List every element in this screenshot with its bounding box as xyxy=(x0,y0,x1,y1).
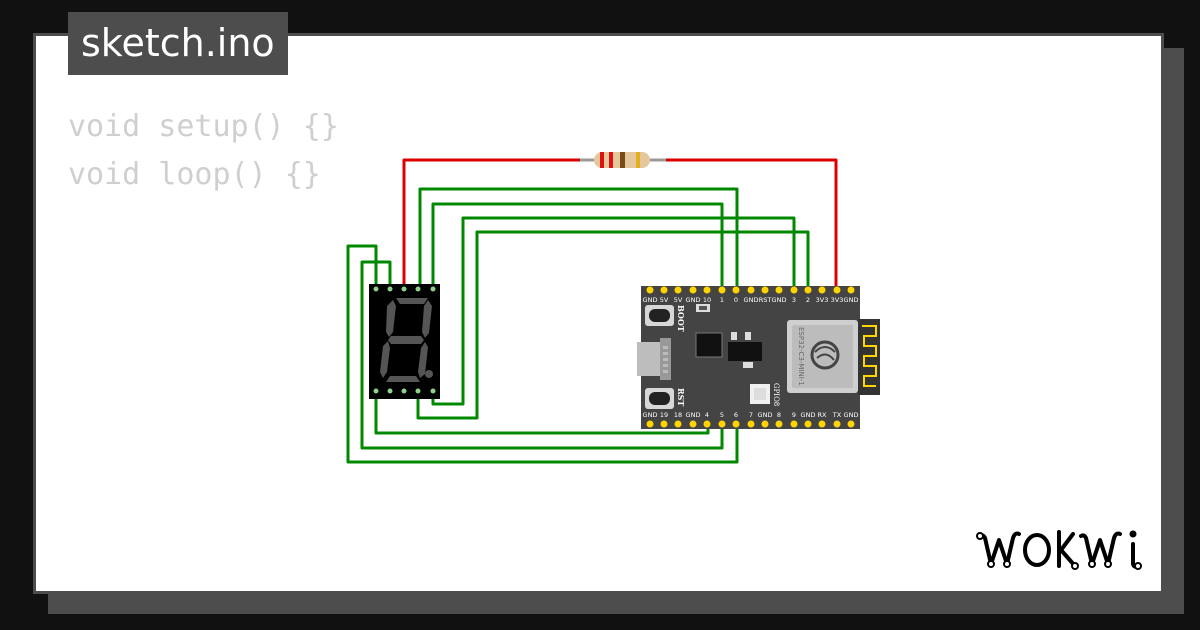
wire-red[interactable] xyxy=(402,158,590,290)
bottom-pin-label: 7 xyxy=(749,411,753,419)
top-pin-label: GND xyxy=(744,296,759,304)
top-pin-label: 5V xyxy=(660,296,669,304)
code-editor[interactable]: void setup() {} void loop() {} xyxy=(68,103,339,199)
top-pin-label: 10 xyxy=(703,296,711,304)
top-pin-label: 2 xyxy=(806,296,810,304)
wire-green[interactable] xyxy=(431,216,796,406)
bottom-pin-label: 5 xyxy=(720,411,724,419)
top-pin-label: 1 xyxy=(720,296,724,304)
top-pin-label: GND xyxy=(686,296,701,304)
top-pin-label: 3V3 xyxy=(816,296,829,304)
top-pin-label: 3V3 xyxy=(831,296,844,304)
rst-label: RST xyxy=(676,388,686,406)
code-line: void setup() {} xyxy=(68,109,339,144)
top-pin-label: GND xyxy=(643,296,658,304)
wire-green[interactable] xyxy=(431,202,724,290)
wokwi-logo xyxy=(976,530,1142,570)
bottom-pin-label: TX xyxy=(832,411,842,419)
code-line: void loop() {} xyxy=(68,157,321,192)
esp32-c3-board[interactable]: ESP32-C3-MINI-1 BOOT RST GPIO8 GND 5V 5V… xyxy=(637,286,880,429)
bottom-pin-label: 6 xyxy=(734,411,738,419)
bottom-pin-label: GND xyxy=(686,411,701,419)
wires xyxy=(346,158,838,464)
wire-green[interactable] xyxy=(416,230,810,420)
bottom-pin-label: RX xyxy=(818,411,828,419)
header-pins[interactable] xyxy=(646,286,855,428)
top-pin-label: 3 xyxy=(792,296,796,304)
top-pin-label: RST xyxy=(759,296,772,304)
top-pin-label: 0 xyxy=(734,296,738,304)
bottom-pin-label: 18 xyxy=(674,411,682,419)
bottom-pin-label: 4 xyxy=(705,411,709,419)
wire-green[interactable] xyxy=(346,244,739,464)
top-pin-label: 5V xyxy=(674,296,683,304)
bottom-pin-label: GND xyxy=(801,411,816,419)
bottom-pin-label: 9 xyxy=(792,411,796,419)
gpio-label: GPIO8 xyxy=(772,383,780,406)
resistor[interactable] xyxy=(580,152,666,168)
simulation-canvas[interactable] xyxy=(33,33,1164,594)
wire-green[interactable] xyxy=(360,260,724,450)
top-pin-label: GND xyxy=(772,296,787,304)
sketch-tab[interactable]: sketch.ino xyxy=(68,12,288,75)
bottom-pin-label: GND xyxy=(844,411,859,419)
wire-green[interactable] xyxy=(418,187,739,290)
bottom-pin-label: GND xyxy=(758,411,773,419)
bottom-pin-label: 19 xyxy=(660,411,668,419)
top-pin-label: GND xyxy=(844,296,859,304)
boot-label: BOOT xyxy=(676,305,686,332)
bottom-pin-label: 8 xyxy=(777,411,781,419)
wire-red[interactable] xyxy=(660,158,838,290)
seven-segment-display[interactable] xyxy=(369,284,440,399)
module-label: ESP32-C3-MINI-1 xyxy=(797,327,805,386)
bottom-pin-label: GND xyxy=(643,411,658,419)
